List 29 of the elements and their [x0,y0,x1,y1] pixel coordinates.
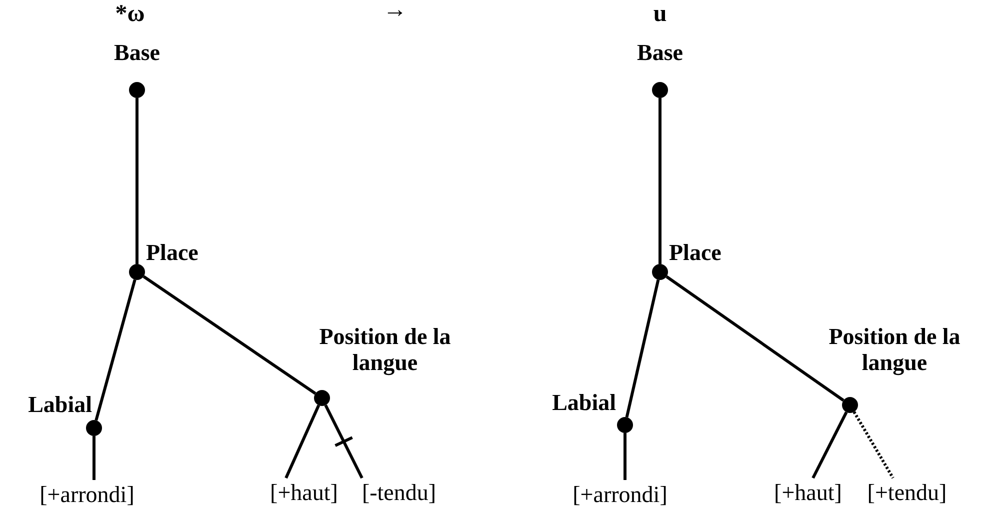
tree-branch-line [625,279,660,418]
tree-branch-line [94,279,136,421]
tree-branch-line [136,98,138,264]
tree-branch-line [658,98,662,264]
tree-branch-line [666,275,844,402]
node-label: Position de la langue [828,324,962,376]
tree-branch-line [142,275,316,395]
node-label: Place [146,240,200,266]
node-label: Labial [551,390,616,416]
node-label: Base [636,40,684,66]
tree-branch-line [284,404,320,479]
tree-branch-line [624,433,626,480]
node-label: Labial [27,392,92,418]
tree-branch-line [324,404,364,479]
feature-label: [+tendu] [866,479,948,507]
node-label: Position de la langue [318,324,452,376]
segment-label: u [652,0,668,28]
tree-branch-line [812,411,848,479]
segment-label: → [382,0,408,24]
segment-label: *ω [114,0,146,28]
feature-label: [+haut] [773,479,843,507]
node-label: Base [113,40,161,66]
feature-label: [-tendu] [360,479,438,507]
feature-label: [+arrondi] [572,481,668,509]
feature-label: [+arrondi] [38,481,136,509]
tree-branch-line [852,411,894,479]
feature-label: [+haut] [269,479,339,507]
node-label: Place [669,240,722,266]
tree-branch-line [92,436,96,480]
